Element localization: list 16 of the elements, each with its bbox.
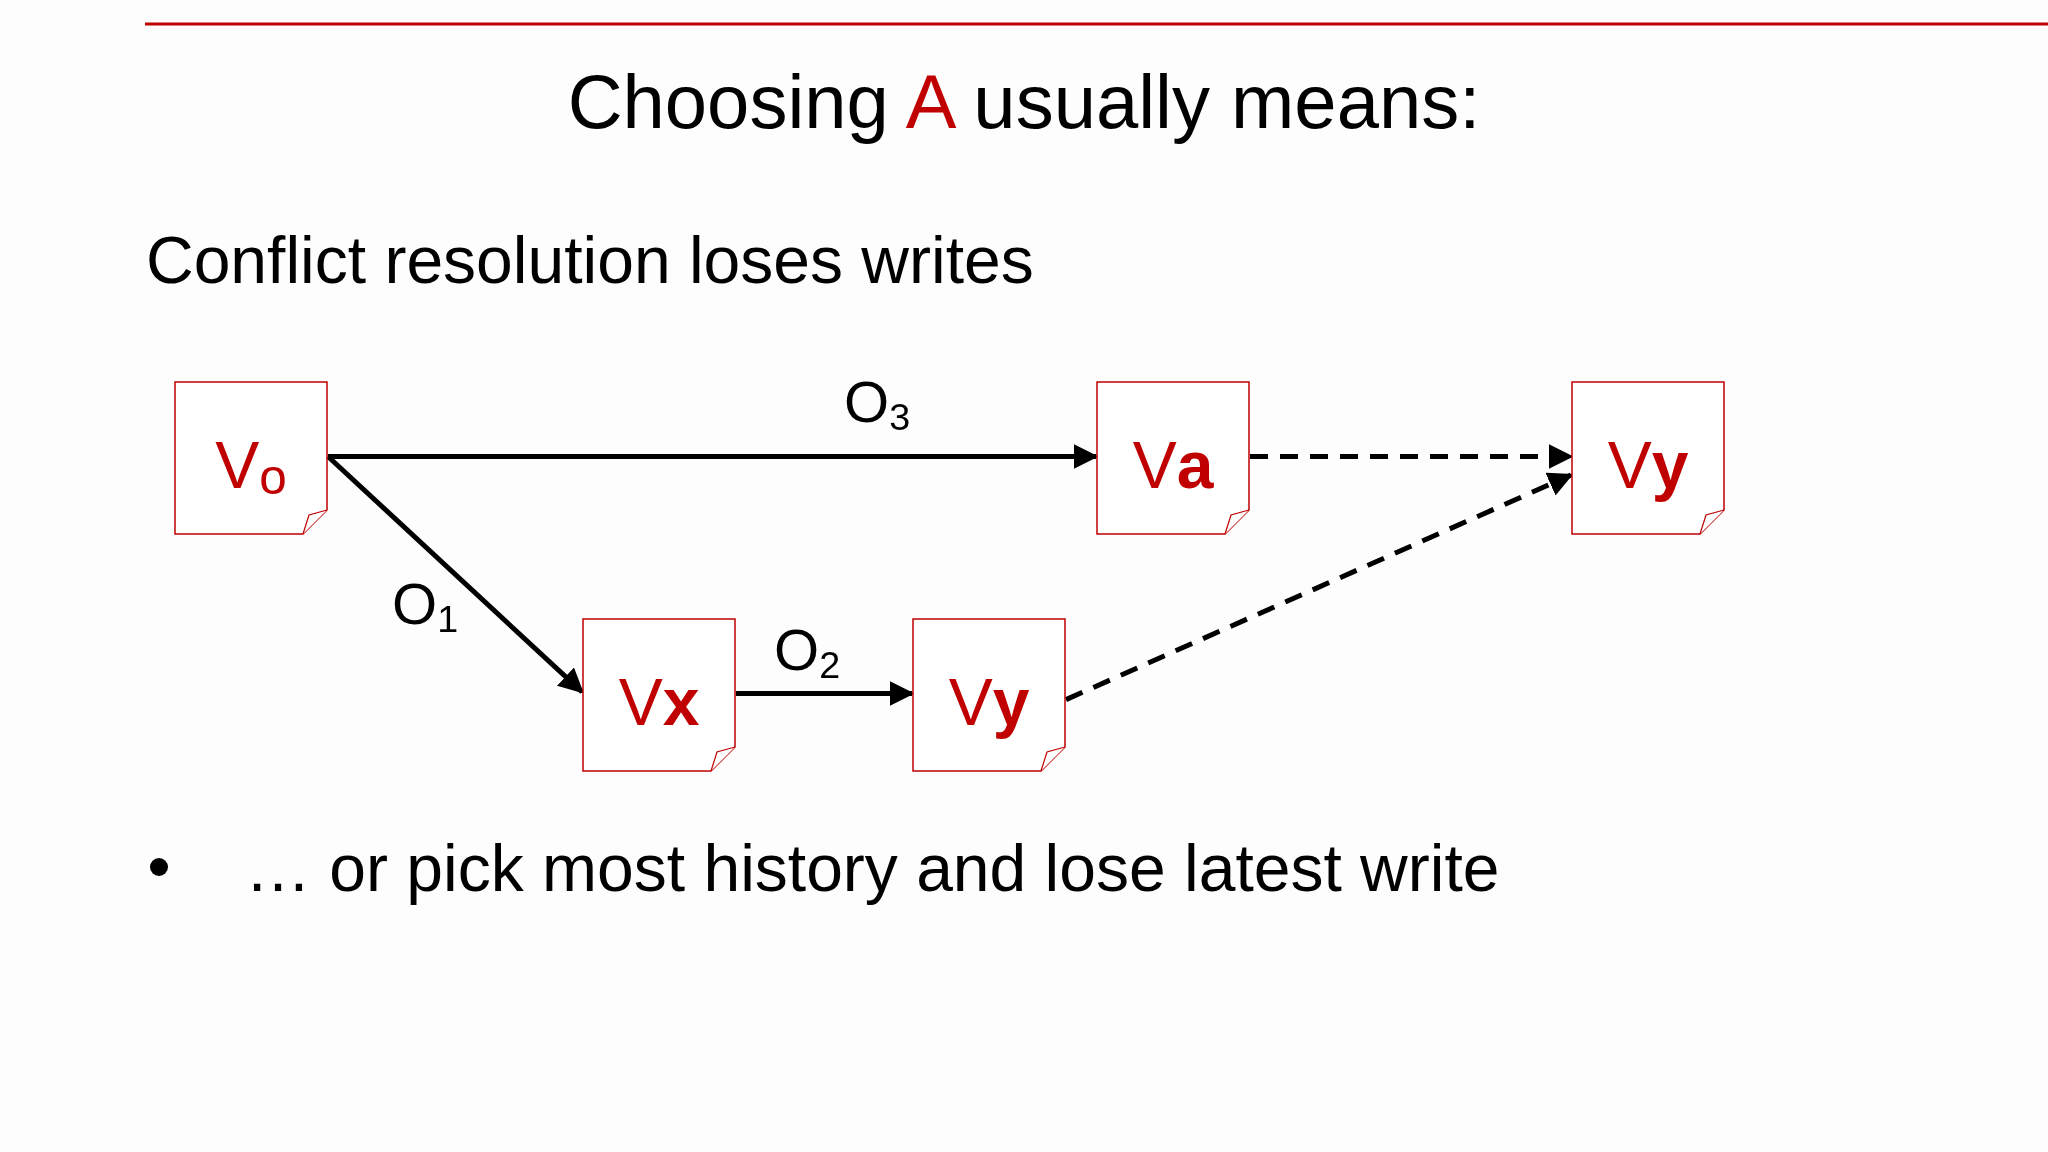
edge-label: O$_{2}$	[773, 618, 842, 688]
version-label: Vy	[1606, 427, 1690, 504]
document-box	[582, 618, 736, 772]
document-box	[174, 381, 328, 535]
version-label: Va	[1131, 427, 1215, 504]
edge-label: O$_{3}$	[843, 370, 912, 440]
version-label: Vy	[947, 664, 1031, 741]
document-box	[1096, 381, 1250, 535]
bullet-text: … or pick most history and lose latest write	[245, 830, 1500, 907]
version-label: Vx	[617, 664, 701, 741]
document-box	[912, 618, 1066, 772]
edge-label: O$_{1}$	[391, 572, 460, 642]
subheading: Conflict resolution loses writes	[146, 222, 1034, 299]
document-box	[1571, 381, 1725, 535]
version-label: V$_{o}$	[214, 427, 288, 506]
slide-title: Choosing A usually means:	[567, 59, 1481, 144]
